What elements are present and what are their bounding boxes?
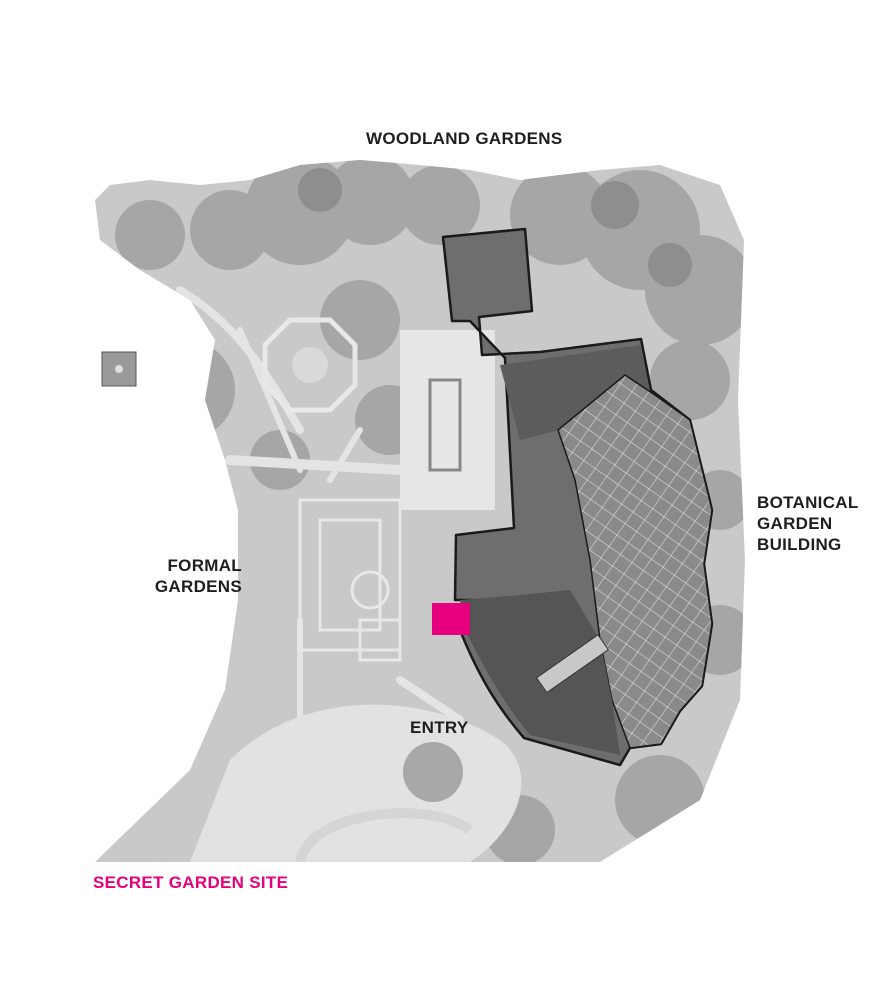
botanical-label-line3: BUILDING [757, 535, 842, 554]
pavilion [101, 351, 137, 387]
reflecting-pool [428, 378, 462, 472]
formal-label-line1: FORMAL [167, 556, 242, 575]
skylight [535, 634, 609, 694]
botanical-label-line1: BOTANICAL [757, 493, 859, 512]
secret-garden-site-label: SECRET GARDEN SITE [93, 873, 289, 892]
secret-garden-site-marker [432, 603, 470, 635]
botanical-garden-building-label: BOTANICAL GARDEN BUILDING [757, 492, 859, 555]
botanical-building [441, 227, 714, 767]
formal-garden-parterre [298, 498, 402, 662]
building-roof-section [500, 345, 650, 440]
conservatory-glasshouse [557, 374, 713, 749]
entry-label: ENTRY [410, 718, 469, 737]
woodland-gardens-label: WOODLAND GARDENS [366, 129, 563, 148]
botanical-label-line2: GARDEN [757, 514, 833, 533]
building-south-roof [460, 590, 620, 755]
formal-label-line2: GARDENS [154, 577, 242, 596]
entry-plaza [190, 704, 522, 862]
rose-garden-octagon [262, 317, 358, 413]
formal-gardens-label: FORMAL GARDENS [150, 555, 242, 597]
courtyard-plaza [400, 330, 495, 510]
